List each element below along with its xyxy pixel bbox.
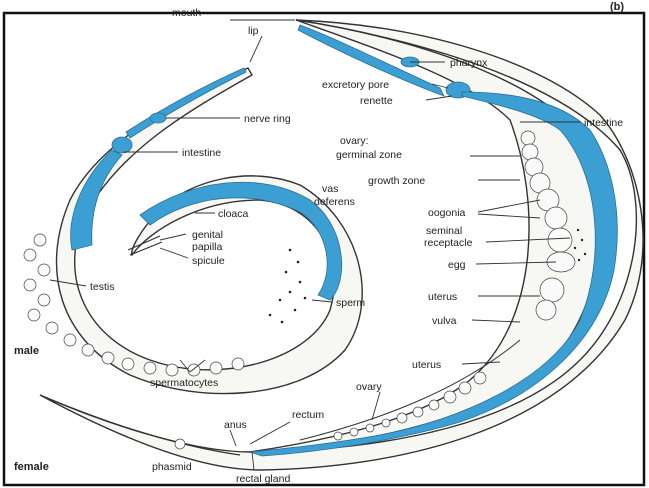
label-vas: vas (322, 183, 338, 195)
phasmid-mark (175, 439, 185, 449)
label-papilla: papilla (192, 241, 223, 253)
label-spermatocytes: spermatocytes (150, 377, 218, 389)
label-testis: testis (90, 281, 115, 293)
label-spicule: spicule (192, 255, 225, 267)
panel-letter: (b) (610, 1, 624, 13)
label-mouth: mouth (172, 7, 201, 19)
label-egg: egg (448, 259, 466, 271)
label-pharynx: pharynx (450, 57, 488, 69)
label-male: male (14, 345, 39, 357)
label-genital: genital (192, 229, 223, 241)
label-excretory-pore: excretory pore (322, 79, 389, 91)
label-growth-zone: growth zone (368, 175, 425, 187)
label-ovary: ovary: (340, 135, 369, 147)
label-ovary-lower: ovary (356, 381, 382, 393)
label-deferens: deferens (314, 196, 355, 208)
label-phasmid: phasmid (152, 461, 192, 473)
label-rectum: rectum (292, 409, 324, 421)
label-nerve-ring: nerve ring (244, 113, 291, 125)
label-sperm: sperm (336, 297, 365, 309)
label-germinal-zone: germinal zone (336, 149, 402, 161)
male-pharynx-bulb (150, 113, 166, 123)
label-oogonia: oogonia (428, 207, 466, 219)
label-cloaca: cloaca (218, 208, 249, 220)
label-intestine-left: intestine (182, 147, 221, 159)
label-uterus-upper: uterus (428, 291, 457, 303)
label-renette: renette (360, 95, 393, 107)
label-uterus-lower: uterus (412, 359, 441, 371)
label-anus: anus (224, 419, 247, 431)
label-seminal: seminal (426, 225, 462, 237)
label-intestine-right: intestine (584, 117, 623, 129)
label-vulva: vulva (432, 315, 457, 327)
male-pharynx-end-bulb (112, 137, 132, 153)
label-rectal-gland: rectal gland (236, 473, 290, 485)
label-receptacle: receptacle (424, 237, 473, 249)
label-lip: lip (248, 25, 259, 37)
label-female: female (14, 461, 49, 473)
